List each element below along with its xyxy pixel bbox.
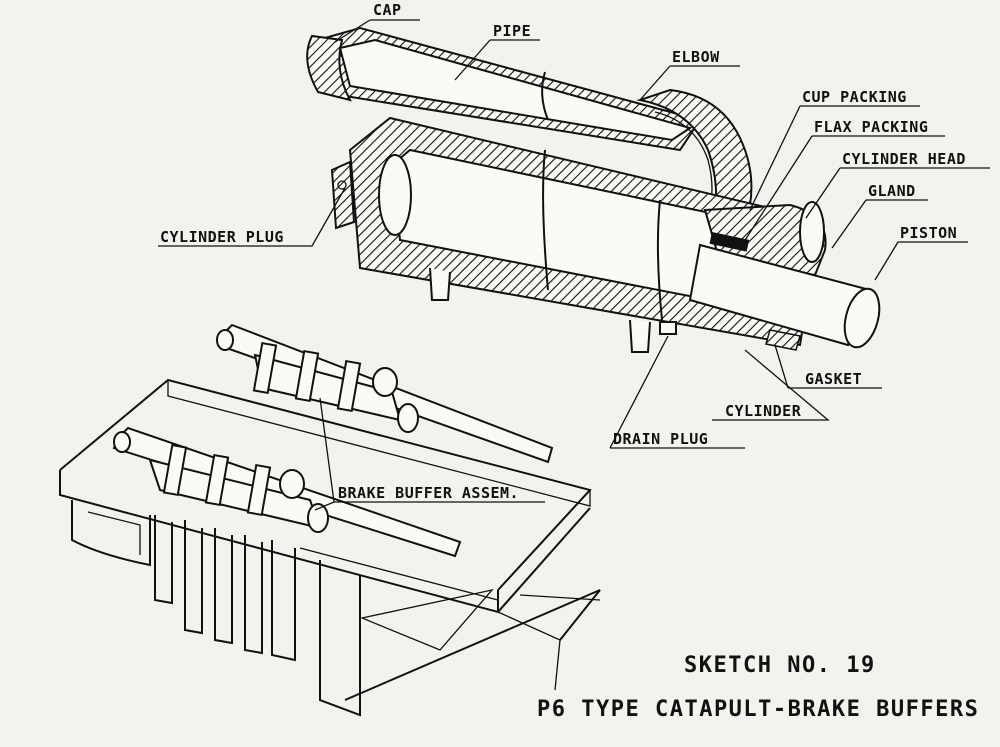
cylinder-plug-part [330, 160, 356, 230]
label-brake-buffer-assem: BRAKE BUFFER ASSEM. [338, 484, 519, 502]
label-gasket: GASKET [805, 370, 862, 388]
label-drain-plug: DRAIN PLUG [613, 430, 708, 448]
label-cylinder: CYLINDER [725, 402, 802, 420]
sketch-title: P6 TYPE CATAPULT-BRAKE BUFFERS [537, 697, 979, 722]
label-cylinder-plug: CYLINDER PLUG [160, 228, 284, 246]
label-flax-packing: FLAX PACKING [814, 118, 928, 136]
label-pipe: PIPE [493, 22, 531, 40]
label-cap: CAP [373, 1, 402, 19]
label-cup-packing: CUP PACKING [802, 88, 907, 106]
label-elbow: ELBOW [672, 48, 720, 66]
catapult-frame [59, 378, 601, 717]
label-piston: PISTON [900, 224, 957, 242]
label-cylinder-head: CYLINDER HEAD [842, 150, 966, 168]
leader-lines [158, 19, 990, 511]
sketch-number: SKETCH NO. 19 [684, 653, 876, 678]
gasket-part [765, 329, 801, 351]
label-gland: GLAND [868, 182, 916, 200]
upper-buffer [216, 323, 554, 464]
drain-plug-part [659, 321, 677, 335]
cutaway-assembly [306, 26, 881, 353]
lower-buffer [112, 426, 462, 558]
cap-part [306, 34, 352, 102]
piston-part [688, 243, 881, 349]
catapult-assembly [59, 323, 601, 717]
